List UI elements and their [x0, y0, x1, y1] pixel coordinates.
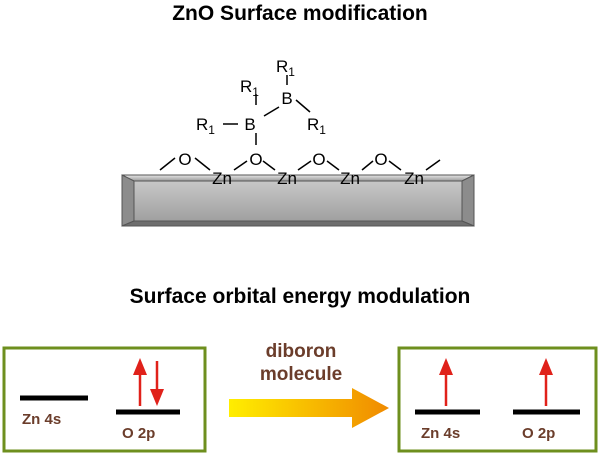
r1-group: R1 [307, 115, 326, 137]
spin-up-arrowhead [539, 358, 553, 375]
title-orbital-energy-modulation: Surface orbital energy modulation [129, 285, 471, 308]
zinc-atom: Zn [277, 169, 297, 188]
r1-group: R1 [276, 57, 295, 79]
diboron-molecule: B B R1 R1 R1 R1 [196, 57, 326, 137]
r1-group: R1 [240, 77, 259, 99]
surface-atoms: O O O O Zn Zn Zn Zn [178, 150, 424, 188]
zinc-atom: Zn [404, 169, 424, 188]
boron-atom: B [244, 115, 255, 134]
oxygen-atom: O [374, 150, 387, 169]
title-surface-modification: ZnO Surface modification [172, 2, 428, 25]
oxygen-atom: O [249, 150, 262, 169]
r1-group: R1 [196, 115, 215, 137]
label-o2p: O 2p [122, 425, 155, 442]
label-zn4s: Zn 4s [421, 425, 460, 442]
spin-down-arrowhead [150, 389, 164, 406]
label-zn4s: Zn 4s [22, 411, 61, 428]
energy-box-after: Zn 4s O 2p [397, 346, 598, 453]
gradient-arrow [229, 388, 389, 428]
oxygen-atom: O [178, 150, 191, 169]
zno-slab [121, 174, 475, 227]
label-o2p: O 2p [522, 425, 555, 442]
transition-arrow: diboron molecule [229, 341, 389, 428]
boron-atom: B [281, 89, 292, 108]
arrow-label-diboron: diboron [266, 341, 337, 362]
zinc-atom: Zn [340, 169, 360, 188]
energy-box-before: Zn 4s O 2p [2, 346, 207, 453]
arrow-label-molecule: molecule [260, 364, 342, 385]
oxygen-atom: O [312, 150, 325, 169]
zinc-atom: Zn [212, 169, 232, 188]
spin-up-arrowhead [439, 358, 453, 375]
spin-up-arrowhead [133, 358, 147, 375]
surface-bonds [159, 75, 441, 171]
